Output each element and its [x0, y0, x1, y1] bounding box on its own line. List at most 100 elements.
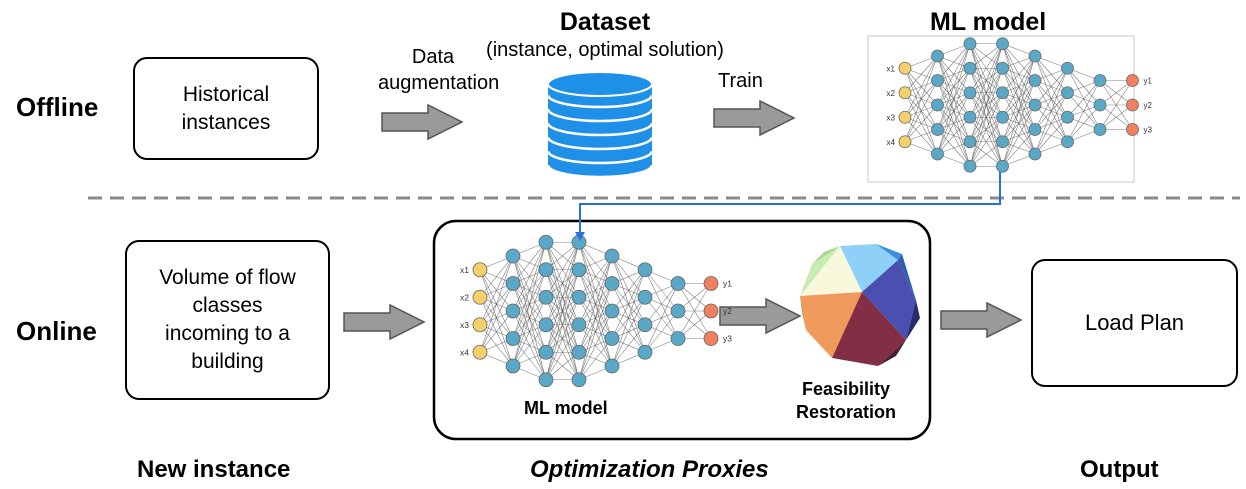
hidden-node: [1028, 49, 1042, 63]
input-label: x2: [887, 89, 896, 98]
feasibility-polytope-icon: [800, 244, 920, 366]
network-edge: [578, 255, 613, 353]
network-edge: [969, 43, 1003, 118]
network-edge: [644, 283, 679, 325]
hidden-node: [670, 276, 686, 291]
ml-to-restoration-arrow: [719, 297, 802, 335]
network-edge: [545, 242, 580, 298]
historical-instances-box: Historical instances: [133, 57, 319, 160]
network-edge: [512, 269, 547, 367]
database-tier-divider: [546, 150, 654, 165]
hidden-node: [996, 86, 1009, 100]
input-node: [472, 289, 488, 305]
network-edge: [545, 297, 580, 380]
network-edge: [937, 117, 971, 155]
hidden-node: [604, 276, 620, 291]
hidden-node: [1028, 98, 1042, 112]
hidden-node: [996, 135, 1009, 149]
hidden-node: [670, 331, 686, 346]
hidden-node: [1093, 74, 1107, 87]
input-to-proxy-arrow: [343, 303, 426, 341]
network-edge: [969, 43, 1003, 69]
network-edge: [937, 43, 971, 106]
network-edge: [969, 43, 1003, 142]
network-edge: [969, 92, 1003, 167]
database-tier-divider: [546, 94, 654, 109]
network-edge: [1034, 117, 1068, 155]
data-augmentation-line2: augmentation: [378, 72, 500, 94]
hidden-node: [963, 37, 977, 51]
proxy-ml-model-label: ML model: [524, 398, 608, 418]
network-edge: [578, 283, 613, 380]
input-label: x3: [460, 320, 469, 330]
network-edge: [937, 68, 971, 155]
hidden-node: [963, 135, 977, 149]
hidden-node: [505, 331, 521, 346]
hidden-node: [996, 37, 1009, 51]
hidden-node: [963, 110, 977, 124]
feasibility-line1: Feasibility: [801, 379, 891, 399]
feasibility-restoration-label: Feasibility Restoration: [784, 378, 908, 424]
hidden-node: [1028, 123, 1042, 136]
hidden-node: [505, 303, 521, 319]
network-edge: [904, 80, 938, 142]
network-edge: [1002, 104, 1036, 167]
network-edge: [969, 43, 1003, 93]
hidden-node: [505, 358, 521, 374]
network-edge: [512, 242, 547, 284]
hidden-node: [931, 147, 944, 161]
network-edge: [578, 310, 613, 380]
hidden-node: [1093, 123, 1107, 136]
network-edge: [611, 297, 646, 367]
network-edge: [512, 324, 547, 367]
model-transfer-connector: [579, 172, 1001, 234]
network-edge: [1067, 104, 1101, 142]
data-augmentation-label: Data augmentation: [378, 44, 500, 96]
network-edge: [578, 255, 613, 380]
input-node: [898, 110, 912, 124]
hidden-node: [505, 248, 521, 264]
output-label: y2: [1144, 101, 1153, 110]
train-arrow: [713, 99, 796, 137]
network-edge: [969, 43, 1003, 167]
hidden-node: [505, 276, 521, 291]
network-edge: [969, 117, 1003, 167]
connector-arrowhead: [575, 232, 585, 241]
feasibility-line2: Restoration: [795, 402, 896, 422]
hidden-node: [931, 49, 944, 63]
network-edge: [545, 324, 580, 380]
network-edge: [1034, 68, 1068, 106]
dataset-subtitle: (instance, optimal solution): [486, 39, 724, 61]
database-tier-divider: [546, 122, 654, 137]
data-augmentation-line1: Data: [411, 46, 455, 68]
output-label: y1: [723, 279, 732, 289]
input-label: x2: [460, 292, 469, 302]
hidden-node: [931, 98, 944, 112]
incoming-volume-box: Volume of flow classes incoming to a bui…: [125, 240, 330, 400]
optimization-proxies-label: Optimization Proxies: [530, 456, 769, 483]
network-edge: [1099, 80, 1133, 106]
input-node: [898, 61, 912, 75]
network-edge: [937, 92, 971, 155]
hidden-node: [963, 159, 977, 173]
hidden-node: [538, 372, 554, 388]
network-edge: [545, 242, 580, 325]
hidden-node: [637, 344, 653, 360]
network-edge: [1034, 68, 1068, 155]
dataset-heading: Dataset (instance, optimal solution): [470, 8, 740, 62]
hidden-node: [996, 110, 1009, 124]
hidden-node: [538, 289, 554, 305]
hidden-node: [670, 303, 686, 319]
network-edge: [937, 43, 971, 130]
output-label: Output: [1080, 456, 1159, 483]
network-edge: [479, 283, 514, 353]
input-label: x3: [887, 113, 896, 122]
online-row-label: Online: [16, 316, 97, 346]
input-label: x1: [887, 64, 896, 73]
output-label: y3: [1144, 126, 1153, 135]
hidden-node: [963, 86, 977, 100]
network-edge: [512, 242, 547, 339]
output-label: y2: [723, 306, 732, 316]
